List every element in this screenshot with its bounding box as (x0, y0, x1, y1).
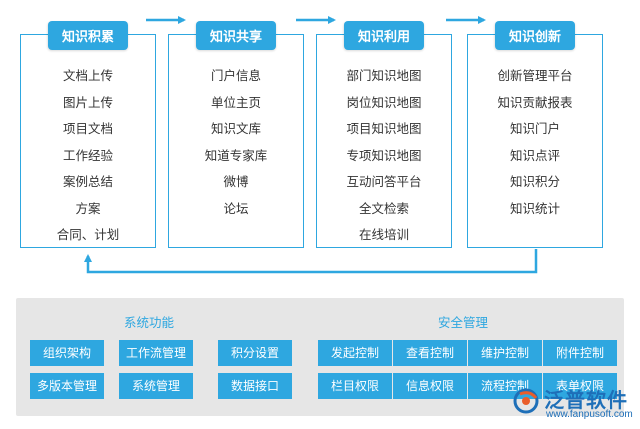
stage-knowledge-innovation: 知识创新 创新管理平台 知识贡献报表 知识门户 知识点评 知识积分 知识统计 (467, 21, 603, 248)
stage-title: 知识共享 (195, 21, 277, 50)
system-function-chip: 积分设置 (218, 340, 292, 366)
stage-item: 方案 (75, 200, 101, 216)
stage-knowledge-sharing: 知识共享 门户信息 单位主页 知识文库 知道专家库 微博 论坛 (168, 21, 304, 248)
security-title: 安全管理 (438, 315, 489, 330)
stage-item: 知识点评 (509, 147, 560, 163)
stage-item-list: 门户信息 单位主页 知识文库 知道专家库 微博 论坛 (169, 63, 303, 222)
stage-item: 知识文库 (210, 121, 261, 136)
capabilities-panel: 系统功能 安全管理 组织架构 工作流管理 积分设置 多版本管理 系统管理 数据接… (16, 298, 624, 416)
watermark-logo: 泛普软件 www.fanpusoft.com (512, 384, 636, 426)
security-chip: 附件控制 (543, 340, 617, 366)
security-chip: 栏目权限 (318, 373, 392, 399)
system-function-chip: 系统管理 (119, 373, 193, 399)
stage-item-list: 文档上传 图片上传 项目文档 工作经验 案例总结 方案 合同、计划 (21, 63, 155, 249)
stage-item-list: 创新管理平台 知识贡献报表 知识门户 知识点评 知识积分 知识统计 (468, 63, 602, 222)
system-function-chip: 工作流管理 (119, 340, 193, 366)
stage-item: 知识统计 (509, 200, 560, 216)
security-chip: 发起控制 (318, 340, 392, 366)
system-function-chip: 数据接口 (218, 373, 292, 399)
stage-item: 文档上传 (62, 68, 113, 83)
stage-item: 创新管理平台 (497, 68, 573, 83)
stage-item-list: 部门知识地图 岗位知识地图 项目知识地图 专项知识地图 互动问答平台 全文检索 … (317, 63, 451, 249)
security-chip: 查看控制 (393, 340, 467, 366)
stage-item: 图片上传 (62, 94, 113, 110)
stage-item: 在线培训 (358, 227, 409, 242)
security-chip: 信息权限 (393, 373, 467, 399)
stage-knowledge-accumulation: 知识积累 文档上传 图片上传 项目文档 工作经验 案例总结 方案 合同、计划 (20, 21, 156, 249)
security-chip: 表单权限 (543, 373, 617, 399)
system-function-chip: 多版本管理 (30, 373, 104, 399)
stage-item: 知识积分 (509, 174, 560, 189)
stage-item: 论坛 (223, 200, 249, 216)
stage-item: 单位主页 (210, 94, 261, 110)
stage-item: 微博 (223, 174, 249, 189)
stage-item: 知识门户 (509, 121, 560, 136)
security-chip: 维护控制 (468, 340, 542, 366)
stage-item: 专项知识地图 (346, 147, 422, 163)
stage-item: 互动问答平台 (346, 174, 422, 189)
stage-item: 案例总结 (62, 174, 113, 189)
stage-item: 全文检索 (358, 200, 409, 216)
brand-url: www.fanpusoft.com (546, 409, 633, 420)
stage-title: 知识利用 (343, 21, 425, 50)
stage-knowledge-utilization: 知识利用 部门知识地图 岗位知识地图 项目知识地图 专项知识地图 互动问答平台 … (316, 21, 452, 249)
stage-item: 知道专家库 (204, 147, 268, 163)
system-function-chip: 组织架构 (30, 340, 104, 366)
stage-item: 合同、计划 (56, 227, 120, 242)
stage-item: 部门知识地图 (346, 68, 422, 83)
stage-item: 门户信息 (210, 68, 261, 83)
brand-name: 泛普软件 (544, 388, 628, 412)
stage-item: 知识贡献报表 (497, 94, 573, 110)
stage-title: 知识创新 (494, 21, 576, 50)
stage-item: 岗位知识地图 (346, 94, 422, 110)
brand-logo-icon (513, 388, 539, 414)
feedback-loop-arrow (84, 249, 538, 274)
stage-item: 项目知识地图 (346, 121, 422, 136)
stage-item: 工作经验 (62, 147, 113, 163)
stage-item: 项目文档 (62, 121, 113, 136)
system-functions-title: 系统功能 (124, 315, 175, 330)
stage-title: 知识积累 (47, 21, 129, 50)
